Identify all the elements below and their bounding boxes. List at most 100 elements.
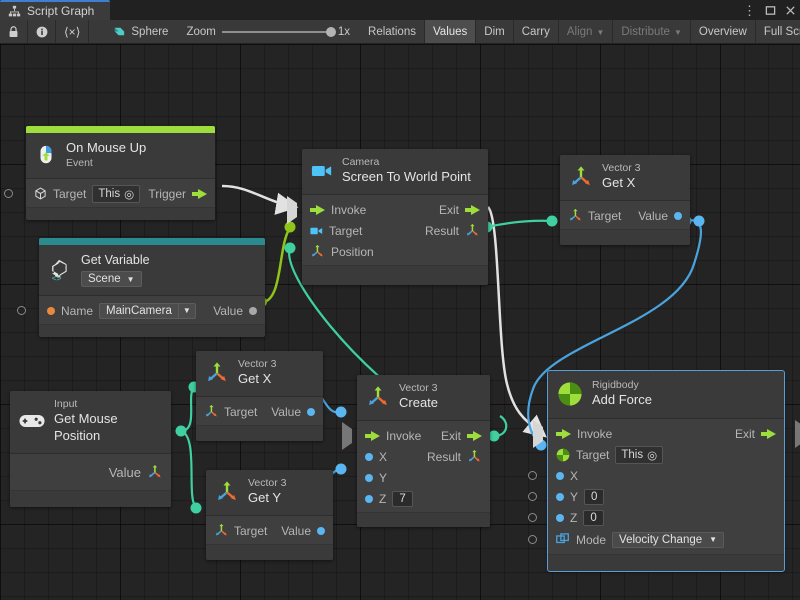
port-in-x[interactable] bbox=[365, 453, 373, 461]
node-vector3-get-x-top[interactable]: Vector 3 Get X bbox=[560, 155, 690, 245]
lock-icon bbox=[8, 26, 19, 38]
row-name: Name MainCamera ▼ Value bbox=[39, 300, 265, 321]
tab-script-graph[interactable]: Script Graph bbox=[0, 0, 110, 20]
mode-dropdown[interactable]: Velocity Change ▼ bbox=[612, 532, 724, 548]
node-get-variable[interactable]: <> Get Variable Scene ▼ Name bbox=[39, 238, 265, 337]
enum-icon[interactable] bbox=[556, 533, 570, 546]
toolbar-label-full-screen: Full Screen bbox=[764, 26, 800, 38]
node-vector3-get-y[interactable]: Vector 3 Get Y bbox=[206, 470, 333, 560]
target-value-pill[interactable]: This ◎ bbox=[615, 446, 663, 464]
flow-out-icon[interactable] bbox=[465, 205, 480, 215]
node-title: Create bbox=[399, 395, 438, 412]
flow-out-icon[interactable] bbox=[467, 431, 482, 441]
port-name-dot[interactable] bbox=[47, 307, 55, 315]
z-input[interactable]: 0 bbox=[583, 510, 603, 526]
node-vector3-create[interactable]: Vector 3 Create Invoke Exit X bbox=[357, 375, 490, 527]
flow-in-icon bbox=[556, 429, 571, 439]
port-in-mode-ring[interactable] bbox=[528, 533, 537, 547]
target-picker-icon[interactable]: ◎ bbox=[647, 448, 657, 462]
port-in-z-ring[interactable] bbox=[528, 511, 537, 525]
maximize-icon[interactable] bbox=[765, 5, 776, 16]
chevron-down-icon[interactable]: ▼ bbox=[179, 304, 195, 318]
vector3-port-icon[interactable] bbox=[465, 223, 480, 238]
port-out-value[interactable] bbox=[317, 527, 325, 535]
label-y: Y bbox=[570, 490, 578, 504]
toolbar-label-dim: Dim bbox=[484, 26, 504, 38]
graph-canvas[interactable]: On Mouse Up Event Target This bbox=[0, 44, 800, 600]
port-in-x[interactable] bbox=[556, 472, 564, 480]
chevron-down-icon: ▼ bbox=[674, 28, 682, 37]
node-vector3-get-x-mid[interactable]: Vector 3 Get X bbox=[196, 351, 323, 441]
node-subtitle: Input bbox=[54, 398, 161, 411]
row-y: Y bbox=[357, 467, 490, 488]
graph-object-selector[interactable]: Sphere bbox=[89, 20, 176, 43]
row-value: Value bbox=[10, 458, 171, 487]
port-out-exit-arrow[interactable] bbox=[795, 427, 800, 441]
node-input-get-mouse-position[interactable]: Input Get Mouse Position Value bbox=[10, 391, 171, 507]
flow-out-icon[interactable] bbox=[192, 189, 207, 199]
node-body: Target Value bbox=[196, 397, 323, 425]
z-input[interactable]: 7 bbox=[392, 491, 412, 507]
port-in-x-ring[interactable] bbox=[528, 469, 537, 483]
node-camera-screen-to-world-point[interactable]: Camera Screen To World Point Invoke Exit bbox=[302, 149, 488, 285]
variable-name-dropdown[interactable]: MainCamera ▼ bbox=[99, 303, 196, 319]
y-input[interactable]: 0 bbox=[584, 489, 604, 505]
toolbar-button-distribute[interactable]: Distribute ▼ bbox=[613, 20, 691, 43]
toolbar-button-values[interactable]: Values bbox=[425, 20, 476, 43]
toolbar-button-relations[interactable]: Relations bbox=[360, 20, 425, 43]
vector3-port-icon[interactable] bbox=[147, 464, 163, 480]
node-rigidbody-add-force[interactable]: Rigidbody Add Force Invoke Exit bbox=[548, 371, 784, 571]
port-in-target[interactable] bbox=[4, 187, 13, 201]
target-picker-icon[interactable]: ◎ bbox=[124, 187, 134, 201]
vector3-port-icon[interactable] bbox=[310, 244, 325, 259]
port-out-value[interactable] bbox=[249, 307, 257, 315]
toolbar-button-dim[interactable]: Dim bbox=[476, 20, 513, 43]
port-out-value[interactable] bbox=[674, 212, 682, 220]
target-value-pill[interactable]: This ◎ bbox=[92, 185, 140, 203]
info-button[interactable] bbox=[28, 20, 56, 43]
flow-out-icon[interactable] bbox=[761, 429, 776, 439]
row-x: X Result bbox=[357, 446, 490, 467]
zoom-slider[interactable] bbox=[222, 31, 332, 33]
node-body: Target This ◎ Trigger bbox=[26, 179, 215, 207]
label-target: Target bbox=[329, 224, 362, 238]
sphere-object-icon bbox=[113, 25, 126, 38]
target-value: This bbox=[621, 449, 643, 461]
variable-scope-dropdown[interactable]: Scene ▼ bbox=[81, 271, 142, 287]
port-in-y[interactable] bbox=[365, 474, 373, 482]
port-in-invoke[interactable] bbox=[533, 427, 543, 441]
node-subtitle: Get Variable bbox=[81, 252, 150, 268]
port-in-name[interactable] bbox=[17, 304, 26, 318]
toolbar-button-carry[interactable]: Carry bbox=[514, 20, 559, 43]
node-title: Get Y bbox=[248, 490, 287, 507]
toolbar-button-align[interactable]: Align ▼ bbox=[559, 20, 614, 43]
zoom-control[interactable]: Zoom 1x bbox=[176, 20, 360, 43]
row-target: Target This ◎ Trigger bbox=[26, 183, 215, 204]
vector3-port-icon[interactable] bbox=[568, 208, 583, 223]
port-in-y[interactable] bbox=[556, 493, 564, 501]
code-button[interactable]: ⟨×⟩ bbox=[56, 20, 89, 43]
toolbar-label-align: Align bbox=[567, 26, 593, 38]
port-in-invoke[interactable] bbox=[342, 429, 352, 443]
vector3-port-icon[interactable] bbox=[467, 449, 482, 464]
vector3-port-icon[interactable] bbox=[214, 523, 229, 538]
node-on-mouse-up[interactable]: On Mouse Up Event Target This bbox=[26, 126, 215, 220]
port-in-y-ring[interactable] bbox=[528, 490, 537, 504]
node-header: Vector 3 Create bbox=[357, 375, 490, 421]
kebab-menu-icon[interactable]: ⋮ bbox=[743, 4, 756, 17]
camera-port-icon[interactable] bbox=[310, 226, 323, 236]
zoom-slider-knob[interactable] bbox=[326, 27, 336, 37]
port-in-z[interactable] bbox=[556, 514, 564, 522]
lock-button[interactable] bbox=[0, 20, 28, 43]
toolbar-button-full-screen[interactable]: Full Screen bbox=[756, 20, 800, 43]
close-icon[interactable] bbox=[785, 5, 796, 16]
label-value: Value bbox=[281, 524, 311, 538]
label-target: Target bbox=[53, 187, 86, 201]
vector3-port-icon[interactable] bbox=[204, 404, 219, 419]
port-in-invoke[interactable] bbox=[287, 203, 297, 217]
svg-text:<>: <> bbox=[52, 275, 62, 282]
port-in-z[interactable] bbox=[365, 495, 373, 503]
toolbar-button-overview[interactable]: Overview bbox=[691, 20, 756, 43]
port-out-value[interactable] bbox=[307, 408, 315, 416]
rigidbody-port-icon[interactable] bbox=[556, 448, 570, 462]
